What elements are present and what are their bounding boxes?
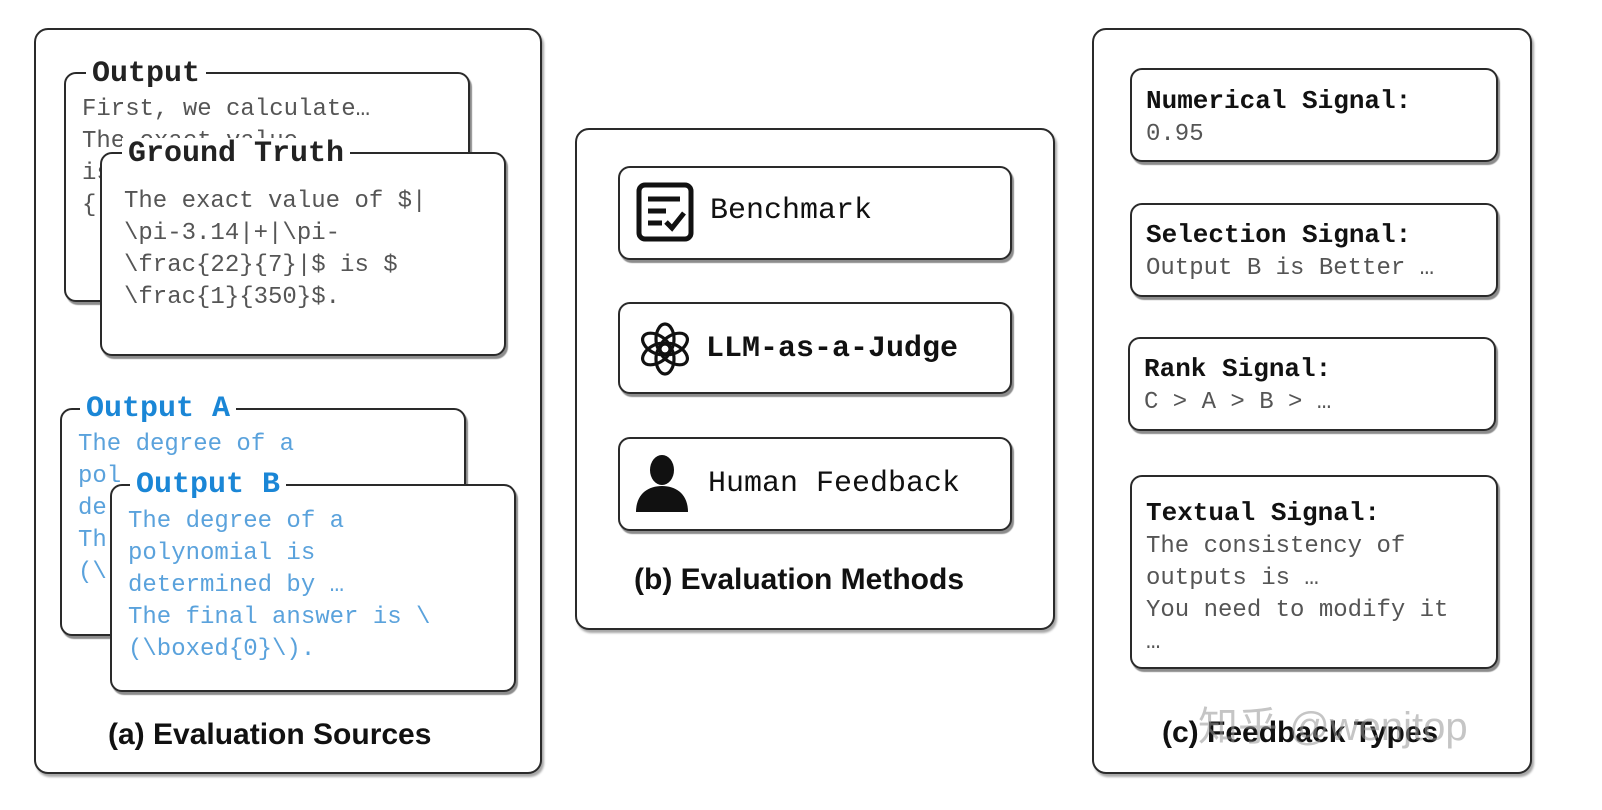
evaluation-sources-caption: (a) Evaluation Sources [108,718,432,751]
textual-signal-card [1130,475,1498,669]
checklist-icon [636,182,694,242]
selection-signal-value: Output B is Better … [1146,255,1435,282]
ground-truth-card [100,152,506,356]
output-a-card-text: The degree of a pol de Th (\ [78,431,295,586]
rank-signal-card [1128,337,1496,431]
output-card-title: Output [86,58,207,90]
evaluation-methods-caption: (b) Evaluation Methods [634,563,964,596]
numerical-signal-value: 0.95 [1146,121,1204,148]
ground-truth-card-title: Ground Truth [122,138,351,170]
ground-truth-card-text: The exact value of $| \pi-3.14|+|\pi- \f… [124,188,427,311]
watermark: 知乎 @wenjtop [1198,705,1468,749]
human-feedback-card [618,437,1012,531]
rank-signal-value: C > A > B > … [1144,389,1332,416]
textual-signal-title: Textual Signal: [1146,498,1381,528]
output-b-card-text: The degree of a polynomial is determined… [128,508,431,663]
benchmark-label: Benchmark [710,194,873,228]
selection-signal-title: Selection Signal: [1146,220,1412,250]
llm-judge-label: LLM-as-a-Judge [706,332,959,366]
rank-signal-title: Rank Signal: [1144,354,1332,384]
output-a-card-title: Output A [80,393,237,425]
feedback-types-caption: (c) Feedback Types [1162,716,1439,749]
human-feedback-label: Human Feedback [708,467,961,501]
numerical-signal-title: Numerical Signal: [1146,86,1412,116]
selection-signal-card [1130,203,1498,297]
openai-logo-icon [636,320,694,378]
output-b-card [110,484,516,692]
textual-signal-value: The consistency of outputs is … You need… [1146,533,1449,656]
person-silhouette-icon [632,452,692,512]
output-b-card-title: Output B [130,469,287,501]
numerical-signal-card [1130,68,1498,162]
